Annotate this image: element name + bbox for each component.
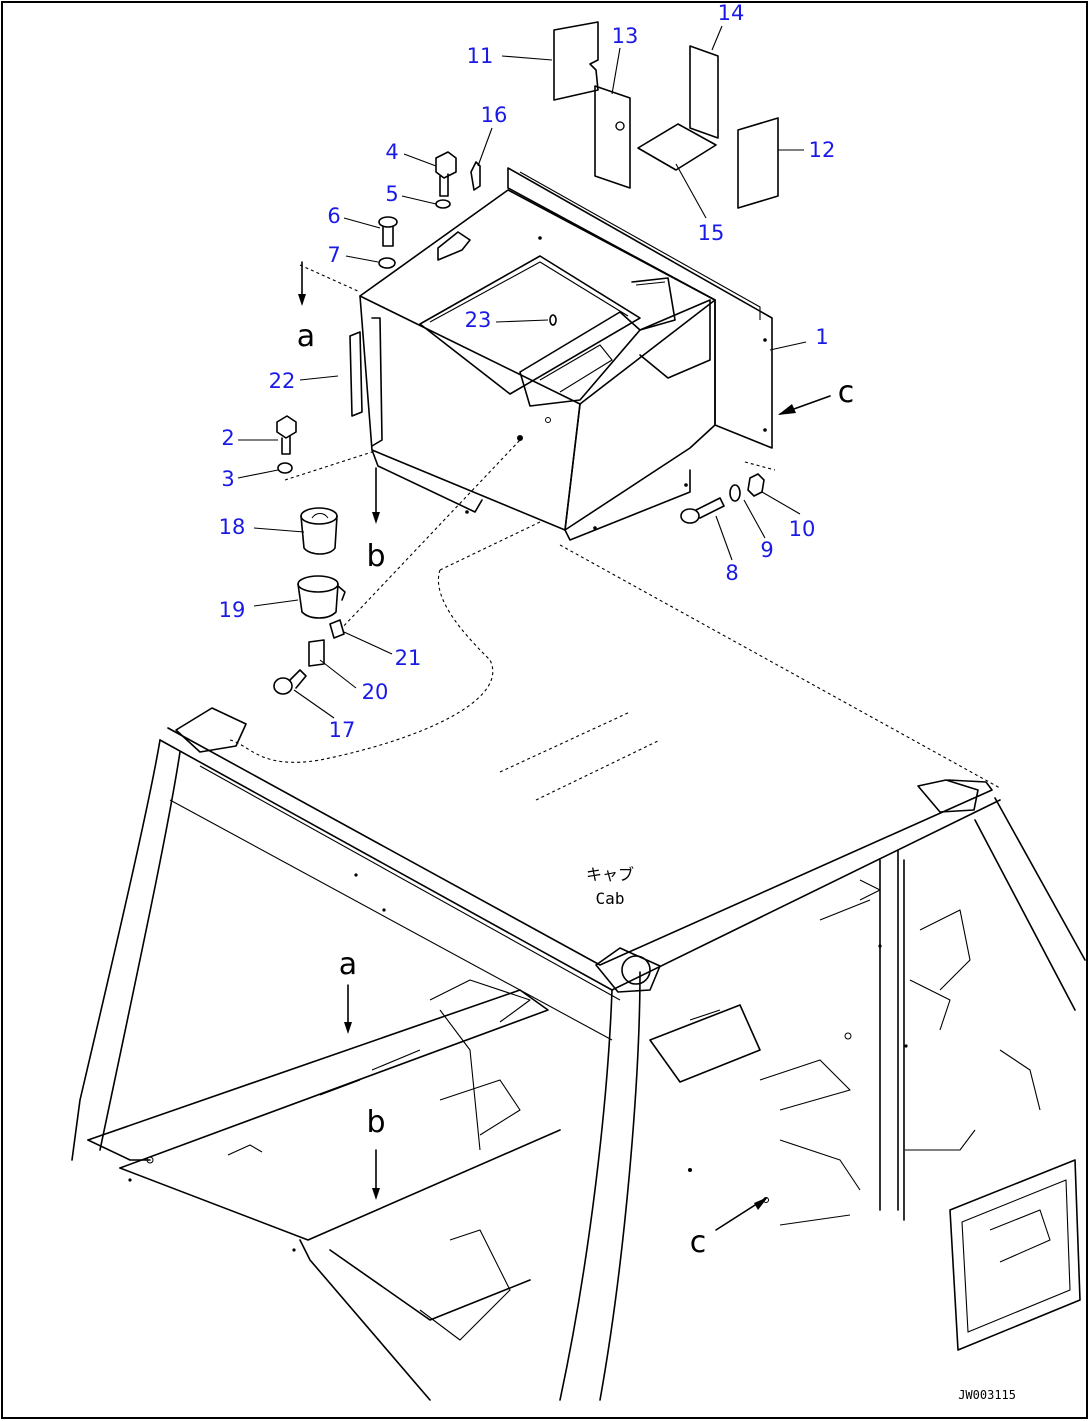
- part-3-washer: [277, 462, 293, 474]
- leader-lines: [237, 25, 807, 719]
- callout-12: 12: [809, 138, 836, 162]
- part-9-washer: [729, 484, 741, 502]
- part-13-plate: [594, 85, 631, 189]
- part-23-clip: [549, 314, 557, 326]
- view-ref-c-top: c: [838, 375, 855, 410]
- part-5-washer: [435, 199, 451, 209]
- part-8-bolt: [680, 497, 725, 524]
- view-arrow-c-top: [778, 395, 831, 415]
- cab-label-jp: キャブ: [586, 865, 634, 884]
- view-ref-b-cab: b: [366, 1105, 385, 1140]
- view-arrow-b-cab: [372, 1149, 380, 1200]
- drawing-code: JW003115: [958, 1388, 1016, 1402]
- part-2-bolt: [276, 415, 297, 455]
- view-arrow-b-top: [372, 467, 380, 524]
- view-ref-a-top: a: [297, 319, 315, 354]
- view-arrow-c-cab: [715, 1197, 768, 1231]
- callout-16: 16: [481, 103, 508, 127]
- part-1-box: [359, 167, 773, 541]
- callout-4: 4: [385, 140, 398, 164]
- part-20-plate: [308, 639, 325, 667]
- part-21-clip: [329, 619, 345, 639]
- callout-19: 19: [219, 598, 246, 622]
- callout-10: 10: [789, 517, 816, 541]
- callout-22: 22: [269, 369, 296, 393]
- callout-21: 21: [395, 646, 422, 670]
- part-15-mat: [637, 123, 717, 171]
- cab-label-en: Cab: [596, 889, 625, 908]
- callout-8: 8: [725, 561, 738, 585]
- callout-11: 11: [467, 44, 494, 68]
- callout-23: 23: [465, 308, 492, 332]
- callout-5: 5: [385, 182, 398, 206]
- cab-structure: [71, 707, 1086, 1401]
- part-11-plate: [553, 21, 599, 101]
- part-10-nut: [747, 473, 765, 497]
- callout-14: 14: [718, 1, 745, 25]
- view-arrow-a-top: [298, 261, 306, 306]
- part-22-bracket: [349, 331, 363, 417]
- part-4-bolt: [435, 151, 457, 197]
- view-ref-c-cab: c: [690, 1225, 707, 1260]
- part-6-screw: [378, 216, 398, 247]
- part-14-plate: [689, 45, 719, 139]
- callout-6: 6: [327, 204, 340, 228]
- callout-9: 9: [760, 538, 773, 562]
- callout-20: 20: [362, 680, 389, 704]
- callout-13: 13: [612, 24, 639, 48]
- part-17-bolt: [273, 669, 307, 695]
- part-7-washer: [378, 257, 396, 269]
- part-16-clip: [470, 161, 481, 191]
- callout-17: 17: [329, 718, 356, 742]
- callout-18: 18: [219, 515, 246, 539]
- callout-7: 7: [327, 243, 340, 267]
- callout-15: 15: [698, 221, 725, 245]
- part-19-cup-holder: [297, 575, 346, 619]
- view-ref-a-cab: a: [339, 947, 357, 982]
- part-12-plate: [737, 117, 779, 209]
- callout-2: 2: [221, 426, 234, 450]
- part-18-cup-holder: [300, 507, 338, 555]
- callout-1: 1: [815, 325, 828, 349]
- callout-3: 3: [221, 467, 234, 491]
- view-ref-b-top: b: [366, 539, 385, 574]
- assembly-guide-lines: [229, 264, 1001, 789]
- view-arrow-a-cab: [344, 984, 352, 1034]
